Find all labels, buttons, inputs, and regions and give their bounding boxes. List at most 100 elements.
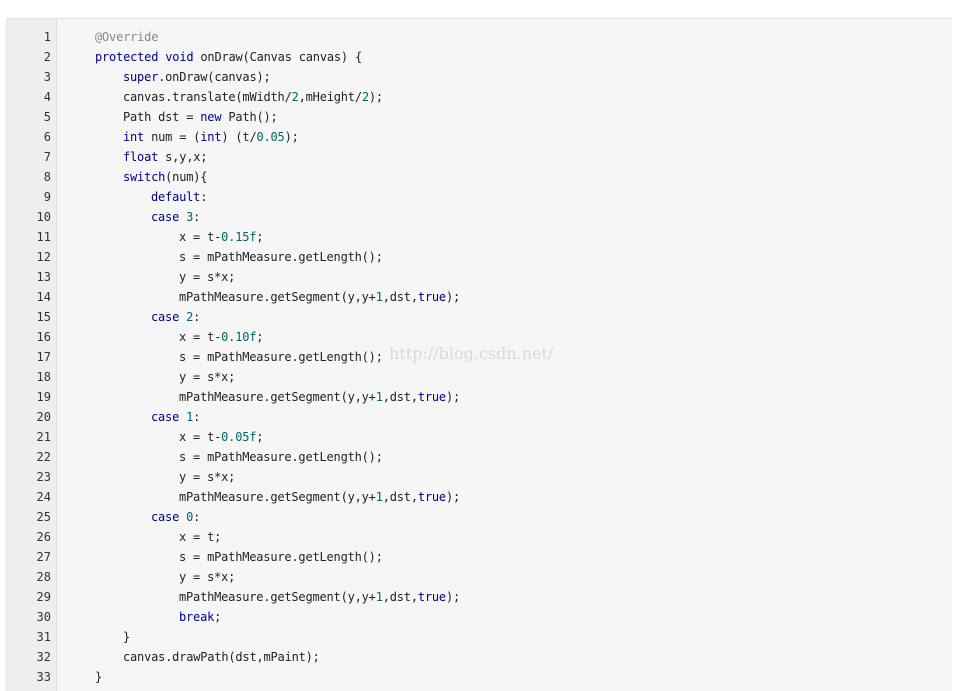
- code-text: }: [95, 667, 102, 687]
- code-token: 1: [186, 410, 194, 424]
- code-token: ;: [214, 610, 222, 624]
- code-text: y = s*x;: [179, 467, 235, 487]
- code-token: super: [123, 70, 159, 84]
- line-number: 33: [36, 670, 51, 684]
- code-token: 3: [186, 210, 194, 224]
- code-line: 33}: [7, 667, 952, 687]
- code-line: 16 x = t-0.10f;: [7, 327, 952, 347]
- code-token: true: [417, 590, 446, 604]
- line-number: 20: [36, 410, 51, 424]
- line-number-gutter: [7, 19, 57, 691]
- code-token: );: [284, 130, 299, 144]
- line-number: 4: [43, 90, 51, 104]
- code-text: int num = (int) (t/0.05);: [123, 127, 299, 147]
- code-token: new: [200, 110, 222, 124]
- code-token: int: [123, 130, 145, 144]
- code-token: Path dst =: [123, 110, 201, 124]
- code-token: x = t;: [179, 530, 222, 544]
- code-line: 1@Override: [7, 27, 952, 47]
- code-token: break: [179, 610, 215, 624]
- code-line: 27 s = mPathMeasure.getLength();: [7, 547, 952, 567]
- code-token: void: [165, 50, 194, 64]
- code-token: canvas.translate(mWidth/: [123, 90, 292, 104]
- line-number: 16: [36, 330, 51, 344]
- code-token: true: [417, 290, 446, 304]
- line-number: 8: [43, 170, 51, 184]
- line-number: 2: [43, 50, 51, 64]
- code-token: num = (: [144, 130, 201, 144]
- line-number: 17: [36, 350, 51, 364]
- line-number: 3: [43, 70, 51, 84]
- code-token: 0.05: [256, 130, 285, 144]
- code-token: y = s*x;: [179, 470, 236, 484]
- line-number: 15: [36, 310, 51, 324]
- code-text: x = t-0.05f;: [179, 427, 264, 447]
- code-text: x = t-0.15f;: [179, 227, 264, 247]
- code-token: .onDraw(canvas);: [158, 70, 271, 84]
- code-token: 1: [375, 590, 383, 604]
- code-text: s = mPathMeasure.getLength();: [179, 447, 383, 467]
- line-number: 27: [36, 550, 51, 564]
- code-text: break;: [179, 607, 221, 627]
- line-number: 7: [43, 150, 51, 164]
- code-line: 3 super.onDraw(canvas);: [7, 67, 952, 87]
- code-token: 1: [375, 390, 383, 404]
- code-text: y = s*x;: [179, 267, 235, 287]
- code-token: ,dst,: [382, 590, 418, 604]
- code-token: );: [445, 490, 461, 504]
- line-number: 21: [36, 430, 51, 444]
- code-line: 26 x = t;: [7, 527, 952, 547]
- code-text: x = t;: [179, 527, 221, 547]
- code-token: s = mPathMeasure.getLength();: [179, 450, 383, 464]
- line-number: 11: [36, 230, 51, 244]
- code-block: 1@Override 2 protected void onDraw(Canvas …: [6, 18, 952, 691]
- code-line: 21 x = t-0.05f;: [7, 427, 952, 447]
- line-number: 9: [43, 190, 51, 204]
- code-token: ;: [256, 230, 264, 244]
- code-token: 2: [361, 90, 369, 104]
- code-token: onDraw(Canvas canvas) {: [193, 50, 362, 64]
- code-token: }: [95, 670, 103, 684]
- line-number: 26: [36, 530, 51, 544]
- code-token: y = s*x;: [179, 570, 236, 584]
- code-token: case: [151, 410, 180, 424]
- code-text: mPathMeasure.getSegment(y,y+1,dst,true);: [179, 387, 460, 407]
- code-token: s,y,x;: [158, 150, 208, 164]
- code-token: ,mHeight/: [298, 90, 362, 104]
- code-text: y = s*x;: [179, 367, 235, 387]
- code-text: s = mPathMeasure.getLength();: [179, 547, 383, 567]
- code-text: mPathMeasure.getSegment(y,y+1,dst,true);: [179, 287, 460, 307]
- code-token: canvas.drawPath(dst,mPaint);: [123, 650, 320, 664]
- code-token: protected: [95, 50, 159, 64]
- code-token: ,dst,: [382, 390, 418, 404]
- code-token: ) (t/: [221, 130, 257, 144]
- code-token: 2: [291, 90, 299, 104]
- code-text: x = t-0.10f;: [179, 327, 264, 347]
- code-token: ;: [256, 430, 264, 444]
- code-token: s = mPathMeasure.getLength();: [179, 550, 383, 564]
- code-token: 0: [186, 510, 194, 524]
- code-token: Path();: [221, 110, 278, 124]
- code-token: y = s*x;: [179, 270, 236, 284]
- code-text: canvas.drawPath(dst,mPaint);: [123, 647, 320, 667]
- code-token: }: [123, 630, 131, 644]
- code-text: s = mPathMeasure.getLength();: [179, 247, 383, 267]
- code-token: 2: [186, 310, 194, 324]
- code-token: 0.05f: [221, 430, 257, 444]
- code-text: mPathMeasure.getSegment(y,y+1,dst,true);: [179, 587, 460, 607]
- line-number: 18: [36, 370, 51, 384]
- code-token: true: [417, 490, 446, 504]
- code-token: mPathMeasure.getSegment(y,y+: [179, 390, 376, 404]
- code-token: ,dst,: [382, 290, 418, 304]
